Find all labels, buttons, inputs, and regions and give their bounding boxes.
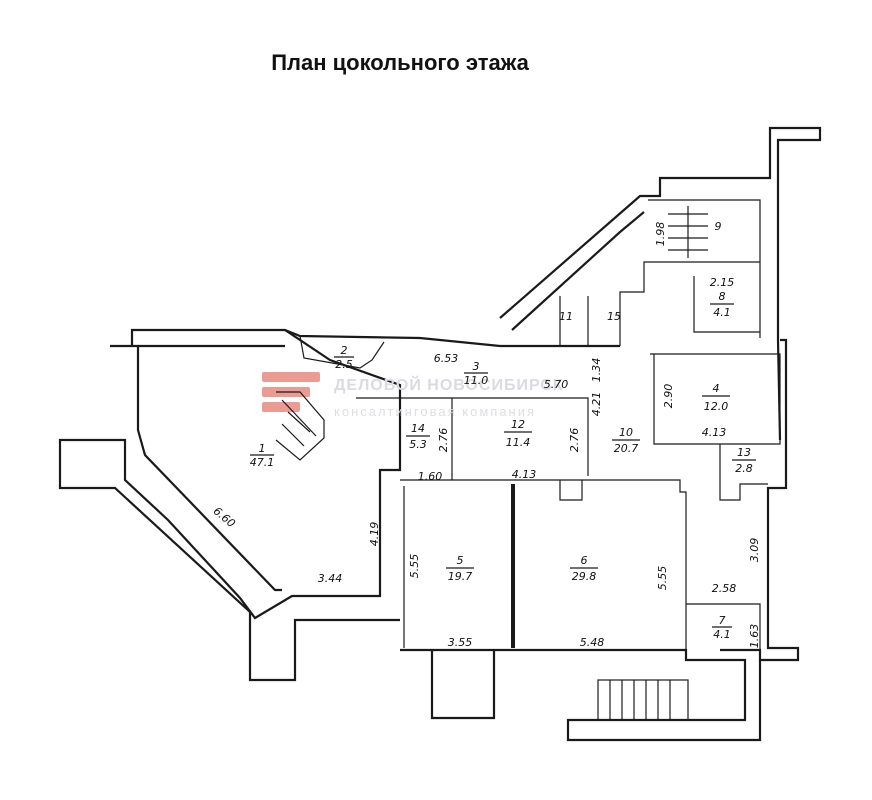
- dimension-label: 1.98: [654, 222, 667, 247]
- dimension-label: 4.13: [702, 426, 727, 439]
- room-area: 29.8: [572, 570, 597, 583]
- dimension-labels: 6.60 4.19 3.44 1.60 2.76 4.13 2.76 6.53 …: [211, 222, 761, 649]
- dimension-label: 5.55: [408, 554, 421, 579]
- room-number: 5: [457, 554, 464, 567]
- dimension-label: 4.13: [512, 468, 537, 481]
- watermark-name: ДЕЛОВОЙ НОВОСИБИРСК: [334, 375, 564, 394]
- room-number: 8: [719, 290, 726, 303]
- dimension-label: 4.21: [590, 392, 603, 417]
- stairs-room-9: [668, 206, 708, 258]
- room-area: 11.0: [464, 374, 489, 387]
- interior-walls: [299, 199, 781, 650]
- room-area: 19.7: [448, 570, 473, 583]
- watermark-subtitle: консалтинговая компания: [334, 404, 536, 419]
- room-area: 2.5: [335, 358, 353, 371]
- room-number: 10: [619, 426, 633, 439]
- watermark-logo: [262, 372, 320, 412]
- room-number: 9: [715, 220, 722, 233]
- room-number: 4: [713, 382, 720, 395]
- room-area: 4.1: [713, 628, 731, 641]
- room-area: 12.0: [704, 400, 729, 413]
- dimension-label: 2.76: [568, 428, 581, 453]
- dimension-label: 1.63: [748, 624, 761, 649]
- dimension-label: 2.90: [662, 384, 675, 409]
- room-number: 11: [559, 310, 573, 323]
- room-number: 6: [581, 554, 588, 567]
- page-title: План цокольного этажа: [271, 50, 529, 75]
- dimension-label: 2.15: [710, 276, 735, 289]
- stairs-entrance: [597, 679, 689, 721]
- room-number: 7: [719, 614, 726, 627]
- room-number: 12: [511, 418, 525, 431]
- stairs-room-1: [275, 391, 325, 461]
- room-number: 1: [259, 442, 266, 455]
- dimension-label: 3.09: [748, 538, 761, 563]
- outer-walls: [58, 126, 822, 742]
- dimension-label: 5.70: [544, 378, 569, 391]
- room-labels: 1 47.1 2 2.5 3 11.0 4 12.0 5 19.7 6 29.8…: [250, 220, 756, 641]
- dimension-label: 2.76: [437, 428, 450, 453]
- room-area: 47.1: [250, 456, 275, 469]
- dimension-label: 1.34: [590, 358, 603, 383]
- dimension-label: 5.55: [656, 566, 669, 591]
- dimension-label: 3.44: [318, 572, 343, 585]
- room-number: 14: [411, 422, 425, 435]
- room-number: 15: [607, 310, 621, 323]
- room-number: 2: [341, 344, 348, 357]
- room-area: 5.3: [409, 438, 427, 451]
- dimension-label: 5.48: [580, 636, 605, 649]
- dimension-label: 1.60: [418, 470, 443, 483]
- room-area: 2.8: [735, 462, 753, 475]
- dimension-label: 3.55: [448, 636, 473, 649]
- room-area: 20.7: [614, 442, 639, 455]
- dimension-label: 6.53: [434, 352, 459, 365]
- room-number: 13: [737, 446, 751, 459]
- room-number: 3: [473, 360, 480, 373]
- room-area: 4.1: [713, 306, 731, 319]
- dimension-label: 4.19: [368, 522, 381, 547]
- dimension-label: 2.58: [712, 582, 737, 595]
- room-area: 11.4: [506, 436, 531, 449]
